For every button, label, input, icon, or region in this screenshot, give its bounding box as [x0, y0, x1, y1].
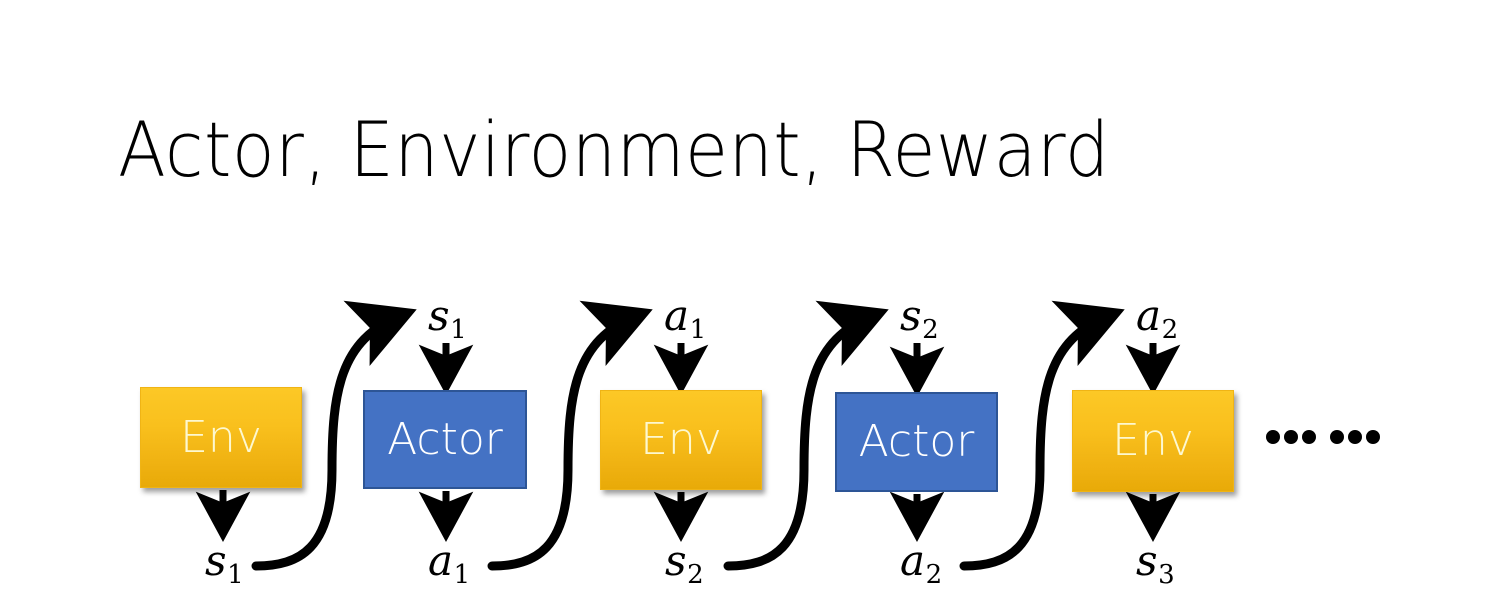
page-title: Actor, Environment, Reward — [118, 105, 1110, 194]
symbol: a — [428, 536, 454, 585]
node-env-2[interactable]: Env — [600, 390, 762, 490]
label-state-s3-bottom: s3 — [1136, 540, 1175, 588]
subscript: 1 — [450, 314, 467, 345]
label-action-a1-top: a1 — [664, 295, 706, 343]
subscript: 1 — [689, 314, 707, 345]
node-env-1[interactable]: Env — [140, 387, 302, 488]
subscript: 2 — [687, 559, 704, 590]
symbol: a — [900, 536, 926, 585]
subscript: 1 — [453, 559, 471, 590]
ellipsis-dot — [1266, 430, 1280, 444]
label-state-s1-bottom: s1 — [205, 540, 244, 588]
node-actor-1[interactable]: Actor — [363, 390, 527, 489]
label-action-a2-bottom: a2 — [900, 540, 942, 588]
ellipsis-dot — [1348, 430, 1362, 444]
symbol: s — [1136, 536, 1158, 585]
node-label: Env — [640, 414, 722, 465]
label-state-s2-top: s2 — [900, 295, 939, 343]
subscript: 1 — [227, 559, 244, 590]
symbol: a — [1136, 291, 1162, 340]
label-state-s1-top: s1 — [428, 295, 467, 343]
ellipsis-group-gap — [1320, 437, 1326, 438]
node-env-3[interactable]: Env — [1072, 390, 1234, 492]
node-label: Actor — [858, 416, 975, 467]
node-label: Env — [1112, 415, 1194, 466]
subscript: 2 — [922, 314, 939, 345]
ellipsis-dot — [1330, 430, 1344, 444]
label-state-s2-bottom: s2 — [665, 540, 704, 588]
subscript: 2 — [1161, 314, 1179, 345]
symbol: s — [900, 291, 922, 340]
subscript: 2 — [925, 559, 943, 590]
label-action-a2-top: a2 — [1136, 295, 1178, 343]
node-label: Env — [180, 411, 262, 463]
symbol: s — [665, 536, 687, 585]
symbol: s — [205, 536, 227, 585]
label-action-a1-bottom: a1 — [428, 540, 470, 588]
ellipsis-dot — [1302, 430, 1316, 444]
subscript: 3 — [1158, 559, 1175, 590]
symbol: s — [428, 291, 450, 340]
continuation-ellipsis — [1266, 430, 1380, 444]
ellipsis-dot — [1284, 430, 1298, 444]
node-label: Actor — [387, 413, 503, 465]
node-actor-2[interactable]: Actor — [835, 392, 998, 492]
symbol: a — [664, 291, 690, 340]
ellipsis-dot — [1366, 430, 1380, 444]
